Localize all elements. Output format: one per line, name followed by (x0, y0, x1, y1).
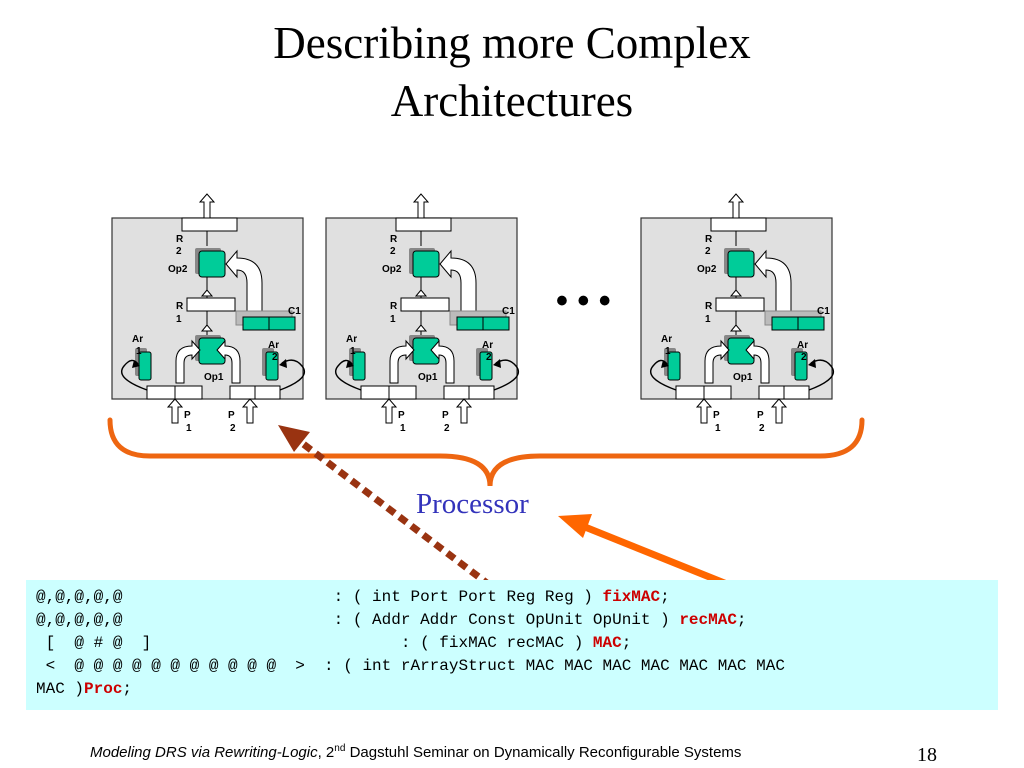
label-r2-num: 2 (176, 246, 182, 257)
code-line-2-text: @,@,@,@,@ : ( Addr Addr Const OpUnit OpU… (36, 611, 680, 629)
label-r1-num: 1 (176, 314, 182, 325)
keyword-recmac: recMAC (679, 611, 737, 629)
processing-cell-2: R 2 Op2 R 1 C1 Ar 1 Ar 2 Op1 P 1 P 2 (325, 193, 520, 434)
code-semicolon: ; (621, 634, 632, 652)
processing-cell-1: R 2 Op2 R 1 C1 Ar 1 Ar 2 Op1 P 1 P 2 (111, 193, 306, 434)
label-ar2: Ar (797, 340, 808, 351)
code-line-4: < @ @ @ @ @ @ @ @ @ @ @ > : ( int rArray… (36, 657, 785, 675)
label-ar1: Ar (132, 334, 143, 345)
code-line-5-text: MAC ) (36, 680, 85, 698)
label-r1: R (705, 301, 713, 312)
code-line-3-text: [ @ # @ ] : ( fixMAC recMAC ) (36, 634, 593, 652)
footer-italic: Modeling DRS via Rewriting-Logic (90, 744, 318, 761)
label-ar1-num: 1 (136, 346, 142, 357)
label-p1-num: 1 (186, 423, 192, 434)
label-ar2-num: 2 (801, 352, 807, 363)
label-r1-num: 1 (390, 314, 396, 325)
ellipsis: • • • (556, 282, 611, 320)
label-op1: Op1 (418, 372, 438, 383)
label-ar1: Ar (661, 334, 672, 345)
label-p1: P (713, 410, 720, 421)
footer-sep: , 2 (317, 744, 335, 761)
keyword-proc: Proc (84, 680, 123, 698)
label-c1: C1 (288, 306, 301, 317)
label-ar1-num: 1 (350, 346, 356, 357)
label-p2: P (228, 410, 235, 421)
label-ar1-num: 1 (665, 346, 671, 357)
label-op2: Op2 (697, 264, 717, 275)
label-p1-num: 1 (400, 423, 406, 434)
slide-title: Describing more Complex Architectures (0, 14, 1024, 130)
label-p2: P (442, 410, 449, 421)
title-line-2: Architectures (390, 76, 634, 126)
label-p1-num: 1 (715, 423, 721, 434)
label-p1: P (398, 410, 405, 421)
label-p2-num: 2 (444, 423, 450, 434)
title-line-1: Describing more Complex (273, 18, 751, 68)
dotted-arrow-to-port (278, 425, 565, 643)
label-c1: C1 (817, 306, 830, 317)
code-semicolon: ; (736, 611, 747, 629)
slide-footer: Modeling DRS via Rewriting-Logic, 2nd Da… (90, 743, 741, 761)
label-ar2-num: 2 (486, 352, 492, 363)
code-line-5: MAC )Proc; (36, 680, 132, 698)
label-r1: R (390, 301, 398, 312)
label-ar2: Ar (482, 340, 493, 351)
label-op1: Op1 (733, 372, 753, 383)
label-op2: Op2 (382, 264, 402, 275)
code-box: @,@,@,@,@ : ( int Port Port Reg Reg ) fi… (26, 580, 998, 710)
processor-brace (107, 417, 865, 487)
label-r1: R (176, 301, 184, 312)
label-ar2: Ar (268, 340, 279, 351)
label-p2-num: 2 (230, 423, 236, 434)
code-semicolon: ; (122, 680, 133, 698)
footer-sup: nd (334, 743, 346, 754)
label-ar2-num: 2 (272, 352, 278, 363)
page-number: 18 (917, 744, 937, 766)
label-p1: P (184, 410, 191, 421)
label-p2-num: 2 (759, 423, 765, 434)
keyword-mac: MAC (592, 634, 622, 652)
footer-rest: Dagstuhl Seminar on Dynamically Reconfig… (345, 744, 742, 761)
code-line-1: @,@,@,@,@ : ( int Port Port Reg Reg ) fi… (36, 588, 670, 606)
label-r2: R (705, 234, 713, 245)
label-r1-num: 1 (705, 314, 711, 325)
processing-cell-3: R 2 Op2 R 1 C1 Ar 1 Ar 2 Op1 P 1 P 2 (640, 193, 835, 434)
label-r2-num: 2 (390, 246, 396, 257)
label-ar1: Ar (346, 334, 357, 345)
label-p2: P (757, 410, 764, 421)
code-semicolon: ; (660, 588, 670, 606)
code-line-3: [ @ # @ ] : ( fixMAC recMAC ) MAC; (36, 634, 632, 652)
label-op2: Op2 (168, 264, 188, 275)
label-r2: R (390, 234, 398, 245)
keyword-fixmac: fixMAC (602, 588, 661, 606)
processor-label: Processor (416, 488, 529, 520)
code-line-2: @,@,@,@,@ : ( Addr Addr Const OpUnit OpU… (36, 611, 747, 629)
code-line-1-text: @,@,@,@,@ : ( int Port Port Reg Reg ) (36, 588, 603, 606)
label-r2: R (176, 234, 184, 245)
label-c1: C1 (502, 306, 515, 317)
label-op1: Op1 (204, 372, 224, 383)
label-r2-num: 2 (705, 246, 711, 257)
